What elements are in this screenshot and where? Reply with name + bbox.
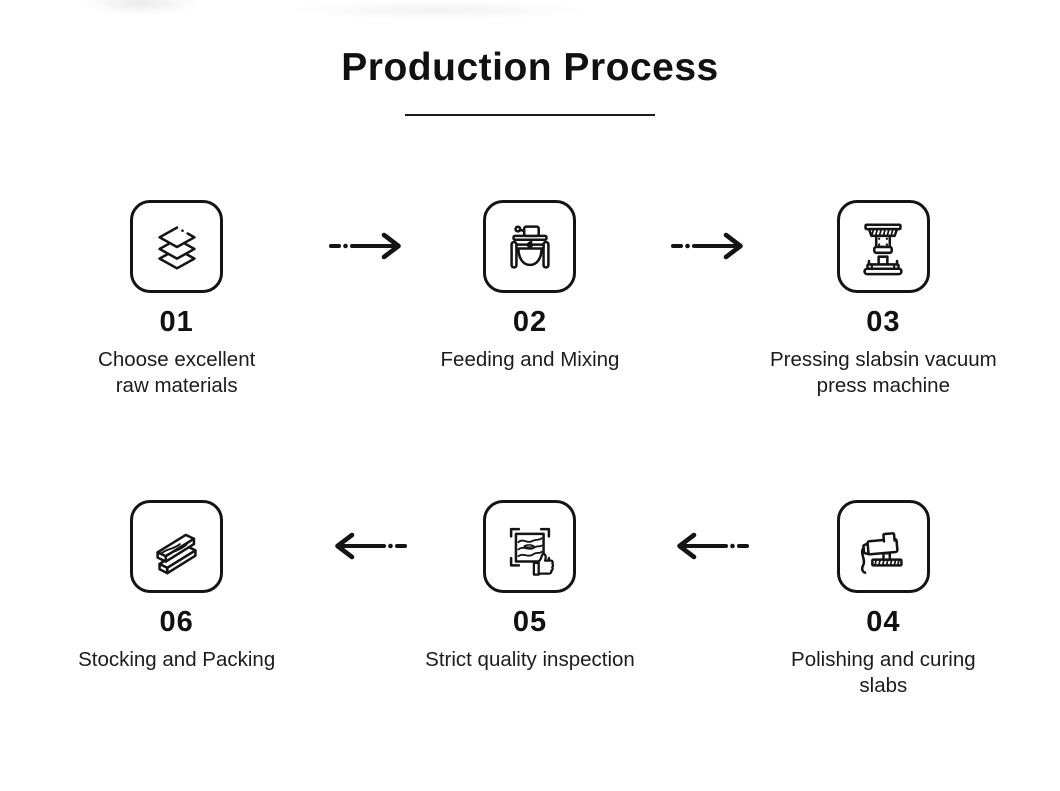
step-icon-box xyxy=(483,200,577,293)
page-title: Production Process xyxy=(341,46,719,89)
arrow-right-icon xyxy=(328,231,408,261)
step-01: 01 Choose excellent raw materials xyxy=(0,200,353,398)
step-label: Feeding and Mixing xyxy=(440,348,620,371)
title-underline xyxy=(405,114,655,116)
arrow-right-icon xyxy=(670,231,750,261)
step-label: Strict quality inspection xyxy=(425,648,635,671)
step-icon-box xyxy=(130,200,224,293)
step-05: 05 Strict quality inspection xyxy=(353,500,706,698)
layers-icon xyxy=(146,216,208,278)
step-icon-box xyxy=(836,200,930,293)
step-06: 06 Stocking and Packing xyxy=(0,500,353,698)
step-number: 05 xyxy=(512,606,548,638)
arrow-left-icon xyxy=(328,531,408,561)
step-icon-box xyxy=(130,500,224,593)
scan-artifact xyxy=(288,0,588,20)
step-03: 03 Pressing slabsin vacuum press machine xyxy=(707,200,1060,398)
press-icon xyxy=(852,216,914,278)
polisher-icon xyxy=(852,516,914,578)
step-label: Stocking and Packing xyxy=(78,648,276,671)
packing-icon xyxy=(146,516,208,578)
step-number: 02 xyxy=(512,306,548,338)
step-icon-box xyxy=(836,500,930,593)
step-number: 03 xyxy=(866,306,901,338)
step-02: 02 Feeding and Mixing xyxy=(353,200,706,398)
step-number: 04 xyxy=(866,606,901,638)
step-label: Polishing and curing slabs xyxy=(791,648,976,697)
arrow-left-icon xyxy=(670,531,750,561)
scan-artifact xyxy=(82,0,200,16)
step-label: Choose excellent raw materials xyxy=(98,348,256,397)
step-label: Pressing slabsin vacuum press machine xyxy=(769,348,997,397)
step-icon-box xyxy=(483,500,577,593)
process-row-top: 01 Choose excellent raw materials xyxy=(0,200,1060,398)
step-number: 01 xyxy=(159,306,194,338)
step-number: 06 xyxy=(159,606,194,638)
process-row-bottom: 06 Stocking and Packing xyxy=(0,500,1060,698)
mixer-icon xyxy=(499,216,561,278)
inspection-icon xyxy=(499,516,561,578)
step-04: 04 Polishing and curing slabs xyxy=(707,500,1060,698)
